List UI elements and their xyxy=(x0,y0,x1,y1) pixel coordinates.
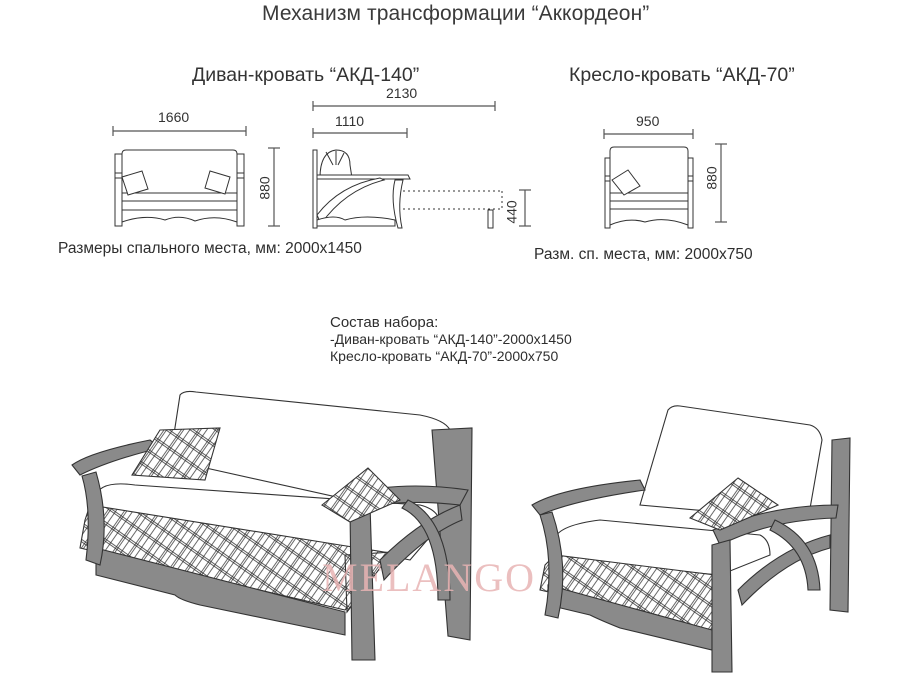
sofa-depth-label: 1110 xyxy=(335,113,365,129)
armchair-sleeping-area: Разм. сп. места, мм: 2000x750 xyxy=(534,246,753,263)
watermark: MELANGO xyxy=(322,555,536,600)
kit-item: Кресло-кровать “АКД-70”-2000x750 xyxy=(330,348,559,364)
sofa-open-depth-label: 2130 xyxy=(386,85,418,101)
kit-heading: Состав набора: xyxy=(330,314,439,331)
kit-list: Состав набора: -Диван-кровать “АКД-140”-… xyxy=(330,314,572,365)
armchair-front-view xyxy=(604,146,694,229)
sofa-sleeping-area: Размеры спального места, мм: 2000x1450 xyxy=(58,240,362,257)
dimension-lines xyxy=(112,101,727,227)
sofa-width-label: 1660 xyxy=(158,109,190,125)
armchair-heading: Кресло-кровать “АКД-70” xyxy=(569,64,795,86)
armchair-width-label: 950 xyxy=(636,113,660,129)
armchair-perspective xyxy=(531,405,851,673)
kit-item: -Диван-кровать “АКД-140”-2000x1450 xyxy=(330,331,572,347)
diagram-title: Механизм трансформации “Аккордеон” xyxy=(262,2,650,25)
sofa-side-view xyxy=(312,149,503,229)
sofa-perspective xyxy=(71,390,473,661)
sofa-front-view xyxy=(114,149,245,227)
sofa-heading: Диван-кровать “АКД-140” xyxy=(192,64,420,86)
